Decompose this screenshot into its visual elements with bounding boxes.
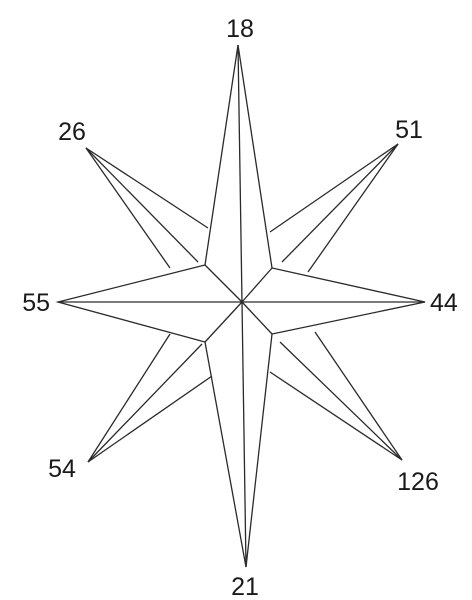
label-top-right: 51	[395, 116, 423, 144]
point-labels: 18 51 44 126 21 54 55 26	[22, 15, 458, 600]
label-top: 18	[226, 15, 254, 43]
label-bottom: 21	[231, 573, 259, 600]
label-bottom-right: 126	[397, 468, 439, 496]
facet-bottom	[242, 302, 246, 567]
label-bottom-left: 54	[48, 455, 76, 483]
facet-diag-tr	[282, 144, 398, 262]
facet-top	[238, 45, 242, 302]
facet-inner-tl	[205, 265, 242, 302]
label-left: 55	[22, 289, 50, 317]
label-right: 44	[430, 289, 458, 317]
facet-inner-bl	[205, 302, 242, 342]
facet-lines	[58, 45, 425, 567]
facet-diag-bl	[88, 344, 202, 462]
facet-diag-br	[280, 342, 402, 460]
facet-inner-tr	[242, 268, 272, 302]
facet-inner-br	[242, 302, 272, 334]
label-top-left: 26	[58, 118, 86, 146]
facet-diag-tl	[86, 148, 198, 262]
